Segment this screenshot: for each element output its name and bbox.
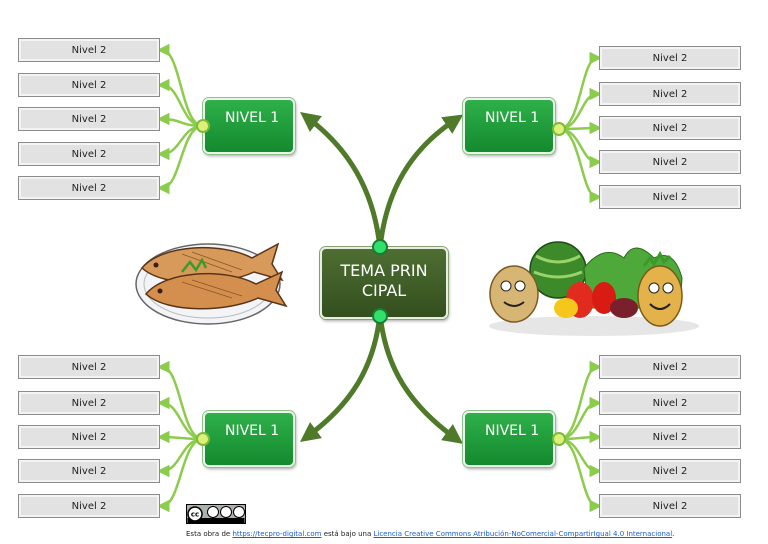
- level2-connector: [157, 124, 204, 195]
- level2-node[interactable]: Nivel 2: [18, 355, 160, 379]
- level1-connector: [378, 319, 464, 444]
- svg-text:cc: cc: [191, 511, 199, 519]
- level2-node[interactable]: Nivel 2: [599, 46, 741, 70]
- center-connector-dot[interactable]: [372, 308, 388, 324]
- level2-node[interactable]: Nivel 2: [599, 150, 741, 174]
- level1-node-label: NIVEL 1: [225, 423, 280, 439]
- level2-node[interactable]: Nivel 2: [18, 73, 160, 97]
- level2-node[interactable]: Nivel 2: [18, 391, 160, 415]
- level2-connector: [157, 437, 204, 513]
- level1-connector: [378, 114, 464, 243]
- level2-node[interactable]: Nivel 2: [18, 107, 160, 131]
- level1-node-top-left[interactable]: NIVEL 1: [203, 98, 295, 154]
- level1-node-label: NIVEL 1: [485, 423, 540, 439]
- level2-node[interactable]: Nivel 2: [599, 116, 741, 140]
- level1-node-bottom-left[interactable]: NIVEL 1: [203, 411, 295, 467]
- level2-node[interactable]: Nivel 2: [599, 391, 741, 415]
- connector-dot[interactable]: [196, 119, 210, 133]
- level1-connector: [300, 111, 382, 243]
- level1-node-label: NIVEL 1: [225, 110, 280, 126]
- level2-node[interactable]: Nivel 2: [599, 494, 741, 518]
- fish-plate-icon: [135, 242, 288, 325]
- level2-connector: [558, 51, 602, 131]
- central-topic[interactable]: TEMA PRINCIPAL: [320, 247, 448, 319]
- level2-node[interactable]: Nivel 2: [599, 355, 741, 379]
- level2-node[interactable]: Nivel 2: [599, 459, 741, 483]
- level2-connector: [157, 360, 204, 441]
- center-connector-dot[interactable]: [372, 239, 388, 255]
- level1-node-top-right[interactable]: NIVEL 1: [463, 98, 555, 154]
- level2-connector: [558, 360, 602, 441]
- vegetables-icon: [489, 241, 699, 336]
- license-footer: cc Esta obra de https://tecpro-digital.c…: [186, 504, 746, 544]
- connector-dot[interactable]: [552, 122, 566, 136]
- level2-connector: [558, 437, 602, 513]
- level2-node[interactable]: Nivel 2: [18, 459, 160, 483]
- level2-node[interactable]: Nivel 2: [18, 425, 160, 449]
- level2-node[interactable]: Nivel 2: [18, 142, 160, 166]
- level2-node[interactable]: Nivel 2: [18, 38, 160, 62]
- connector-dot[interactable]: [196, 432, 210, 446]
- level2-node[interactable]: Nivel 2: [18, 176, 160, 200]
- level1-connector: [299, 319, 382, 442]
- level1-node-label: NIVEL 1: [485, 110, 540, 126]
- license-text: Esta obra de https://tecpro-digital.com …: [186, 530, 675, 538]
- central-topic-label: TEMA PRINCIPAL: [340, 261, 428, 300]
- level2-node[interactable]: Nivel 2: [599, 82, 741, 106]
- level2-connector: [558, 127, 602, 204]
- license-link[interactable]: Licencia Creative Commons Atribución-NoC…: [373, 530, 673, 538]
- level1-node-bottom-right[interactable]: NIVEL 1: [463, 411, 555, 467]
- connector-dot[interactable]: [552, 432, 566, 446]
- site-link[interactable]: https://tecpro-digital.com: [232, 530, 322, 538]
- level2-node[interactable]: Nivel 2: [599, 185, 741, 209]
- cc-by-nc-sa-badge-icon[interactable]: cc: [186, 504, 246, 524]
- level2-node[interactable]: Nivel 2: [599, 425, 741, 449]
- level2-node[interactable]: Nivel 2: [18, 494, 160, 518]
